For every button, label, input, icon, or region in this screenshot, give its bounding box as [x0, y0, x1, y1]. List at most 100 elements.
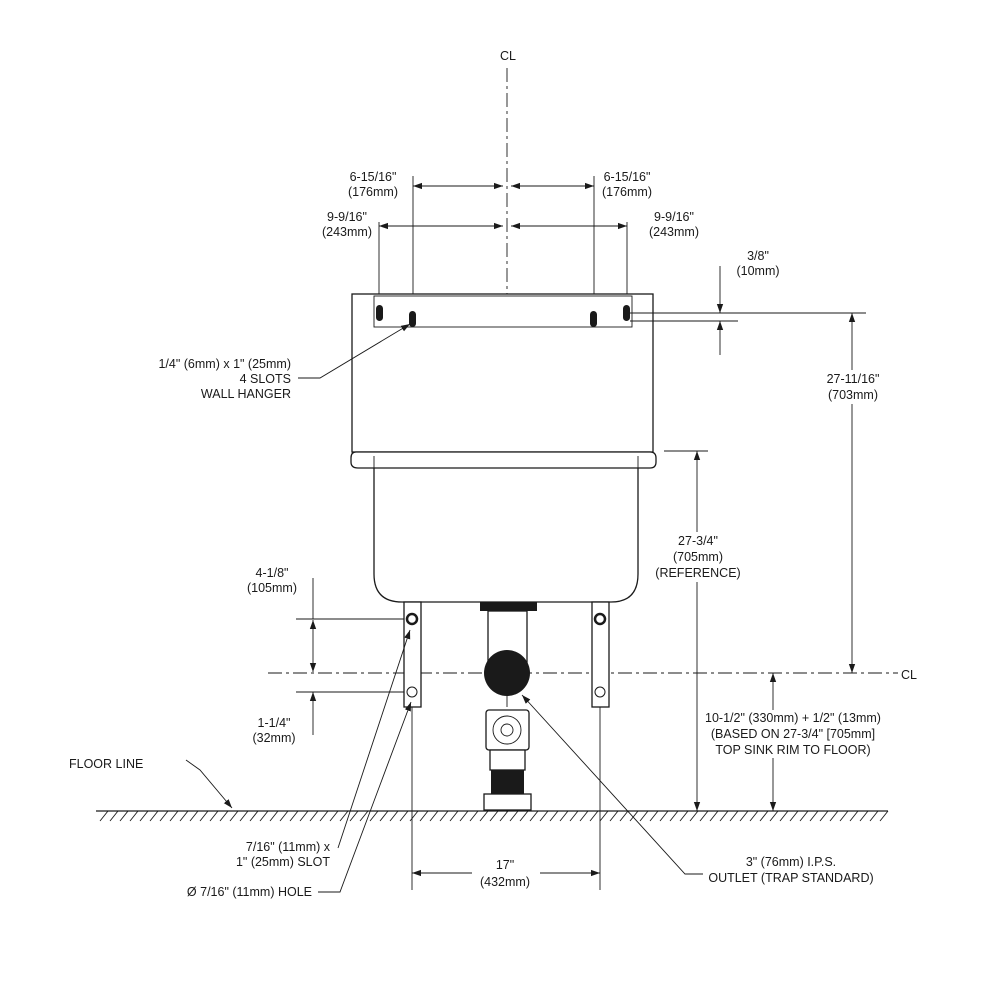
outlet-callout-label: OUTLET (TRAP STANDARD) — [708, 871, 873, 885]
hanger-offset-left-dim-mm: (176mm) — [348, 185, 398, 199]
floor-hatch-mark — [419, 810, 429, 822]
floor-hatch-mark — [299, 810, 309, 822]
floor-hatch-mark — [729, 810, 739, 822]
floor-hatch-mark — [749, 810, 759, 822]
floor-hatch-mark — [509, 810, 519, 822]
hanger-height-dim: 27-11/16" — [827, 372, 880, 386]
wall-hanger-callout-count: 4 SLOTS — [240, 372, 291, 386]
floor-hatch-mark — [309, 810, 319, 822]
floor-hatch-mark — [489, 810, 499, 822]
floor-hatch-mark — [519, 810, 529, 822]
outlet-height-dim-ref: TOP SINK RIM TO FLOOR) — [715, 743, 870, 757]
outer-offset-right-dim: 9-9/16" — [654, 210, 694, 224]
floor-hatch-mark — [139, 810, 149, 822]
floor-hatch-mark — [479, 810, 489, 822]
floor-hatch-mark — [149, 810, 159, 822]
wall-hanger-callout-label: WALL HANGER — [201, 387, 291, 401]
floor-hatch-mark — [109, 810, 119, 822]
floor-hatch-mark — [449, 810, 459, 822]
floor-hatch-mark — [99, 810, 109, 822]
floor-hatch-mark — [269, 810, 279, 822]
floor-hatch-mark — [569, 810, 579, 822]
floor-hatch-mark — [789, 810, 799, 822]
floor-hatch-mark — [579, 810, 589, 822]
leg-hole — [406, 686, 418, 698]
floor-hatch-mark — [259, 810, 269, 822]
floor-hatch-mark — [869, 810, 879, 822]
floor-hatch-mark — [469, 810, 479, 822]
floor-hatch-mark — [759, 810, 769, 822]
floor-hatch-mark — [829, 810, 839, 822]
floor-hatch-mark — [679, 810, 689, 822]
floor-hatch-mark — [289, 810, 299, 822]
floor-hatch-mark — [349, 810, 359, 822]
hole-below-cl-dim: 1-1/4" — [258, 716, 291, 730]
slot-to-cl-dim: 4-1/8" — [256, 566, 289, 580]
hanger-slot — [623, 305, 630, 321]
floor-hatch-mark — [779, 810, 789, 822]
floor-hatch-mark — [369, 810, 379, 822]
floor-hatch-mark — [279, 810, 289, 822]
floor-hatch-mark — [179, 810, 189, 822]
floor-hatch-mark — [819, 810, 829, 822]
floor-hatch-mark — [119, 810, 129, 822]
floor-hatch-mark — [559, 810, 569, 822]
floor-hatch-mark — [439, 810, 449, 822]
floor-hatch-mark — [189, 810, 199, 822]
top-dimensions — [378, 176, 628, 294]
hanger-slot — [376, 305, 383, 321]
floor-hatch-mark — [659, 810, 669, 822]
leg-spacing-dim-mm: (432mm) — [480, 875, 530, 889]
floor-hatch-mark — [839, 810, 849, 822]
floor-hatch-mark — [589, 810, 599, 822]
hanger-slot — [409, 311, 416, 327]
rim-height-dim: 27-3/4" — [678, 534, 718, 548]
leg-dimensions — [296, 578, 404, 735]
sink-bowl — [350, 451, 657, 603]
floor-hatch-mark — [539, 810, 549, 822]
leg-spacing-dim: 17" — [496, 858, 514, 872]
left-leg — [403, 601, 422, 708]
slot-drop-dimension — [630, 266, 738, 355]
outer-offset-left-dim: 9-9/16" — [327, 210, 367, 224]
vertical-centerline-symbol: CL — [500, 49, 516, 63]
floor-hatch-mark — [159, 810, 169, 822]
floor-hatch-mark — [739, 810, 749, 822]
floor-hatch-mark — [549, 810, 559, 822]
floor-hatch-mark — [329, 810, 339, 822]
floor-hatch-mark — [859, 810, 869, 822]
rim-height-dim-mm: (705mm) — [673, 550, 723, 564]
floor-hatch-mark — [429, 810, 439, 822]
floor-hatch-mark — [359, 810, 369, 822]
hanger-offset-left-dim: 6-15/16" — [350, 170, 397, 184]
floor-hatch-mark — [799, 810, 809, 822]
floor-hatch-mark — [619, 810, 629, 822]
floor-hatch-mark — [209, 810, 219, 822]
hanger-offset-right-dim: 6-15/16" — [604, 170, 651, 184]
floor-hatch-mark — [669, 810, 679, 822]
leg-hole-callout: Ø 7/16" (11mm) HOLE — [187, 885, 312, 899]
slot-drop-dim: 3/8" — [747, 249, 769, 263]
outer-offset-left-dim-mm: (243mm) — [322, 225, 372, 239]
floor-line — [96, 810, 889, 822]
floor-hatch-mark — [199, 810, 209, 822]
floor-hatch-mark — [769, 810, 779, 822]
floor-hatch-mark — [499, 810, 509, 822]
floor-hatch-mark — [129, 810, 139, 822]
floor-hatch-mark — [609, 810, 619, 822]
floor-hatch-mark — [399, 810, 409, 822]
outer-offset-right-dim-mm: (243mm) — [649, 225, 699, 239]
leg-slot — [405, 612, 419, 626]
floor-hatch-mark — [649, 810, 659, 822]
slot-to-cl-dim-mm: (105mm) — [247, 581, 297, 595]
hanger-slot — [590, 311, 597, 327]
floor-hatch-mark — [809, 810, 819, 822]
leg-hole — [594, 686, 606, 698]
floor-hatch-mark — [219, 810, 229, 822]
horizontal-centerline-symbol: CL — [901, 668, 917, 682]
floor-hatch-mark — [169, 810, 179, 822]
floor-hatch-mark — [249, 810, 259, 822]
floor-hatch-mark — [689, 810, 699, 822]
floor-hatch-mark — [849, 810, 859, 822]
floor-hatch-mark — [599, 810, 609, 822]
